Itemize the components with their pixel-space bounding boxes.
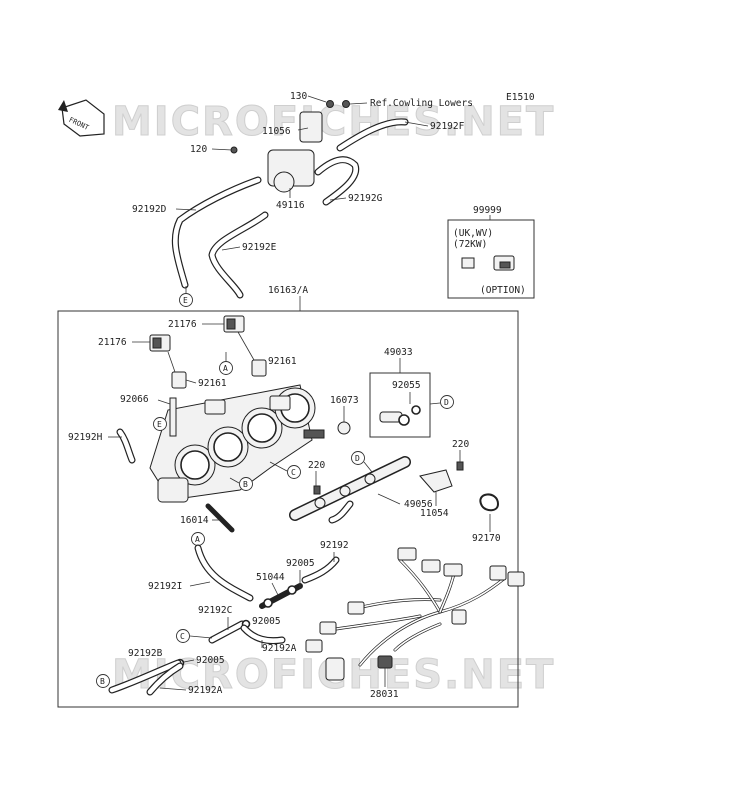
clamp-92170 (479, 493, 500, 512)
label-92066: 92066 (120, 394, 149, 405)
check-valve-51044 (259, 583, 303, 609)
callout-e-top (179, 293, 193, 307)
callout-b-lower (96, 674, 110, 688)
main-assembly-box (57, 310, 519, 708)
label-92192B: 92192B (128, 648, 163, 659)
callout-c-lower (176, 629, 190, 643)
label-49116: 49116 (276, 200, 305, 211)
label-16163-A: 16163/A (268, 285, 308, 296)
callout-c-main-label: C (291, 468, 296, 477)
label-92192H: 92192H (68, 432, 103, 443)
label-220-left: 220 (308, 460, 325, 471)
label-51044: 51044 (256, 572, 285, 583)
label-92192C: 92192C (198, 605, 232, 616)
label-92192A-top: 92192A (262, 643, 297, 654)
sub-box-49033 (369, 372, 431, 438)
label-92192: 92192 (320, 540, 349, 551)
option-connector-icon (461, 255, 515, 271)
option-power: (72KW) (453, 239, 487, 250)
callout-e-main (153, 417, 167, 431)
callout-d-main (440, 395, 454, 409)
label-130: 130 (290, 91, 307, 102)
label-92192F: 92192F (430, 121, 465, 132)
label-49056: 49056 (404, 499, 433, 510)
callout-b-main (239, 477, 253, 491)
label-220-right: 220 (452, 439, 469, 450)
fuel-rail (289, 456, 411, 524)
option-box (447, 219, 535, 299)
bracket-11054 (419, 469, 453, 493)
rod-16014 (205, 503, 235, 533)
label-92005-mid: 92005 (252, 616, 281, 627)
label-92161-left: 92161 (198, 378, 227, 389)
label-21176-left: 21176 (98, 337, 127, 348)
cap-16073 (337, 421, 351, 435)
label-92192D: 92192D (132, 204, 167, 215)
label-92192A-bottom: 92192A (188, 685, 223, 696)
callout-a-top (219, 361, 233, 375)
bolt-220-left (313, 485, 321, 495)
ref-cowling-note: Ref.Cowling Lowers (370, 98, 473, 109)
option-note: (OPTION) (480, 285, 526, 296)
label-120: 120 (190, 144, 207, 155)
throttle-body (149, 384, 325, 503)
label-92055: 92055 (392, 380, 421, 391)
label-16014: 16014 (180, 515, 209, 526)
callout-d-rail-label: D (355, 454, 360, 463)
callout-c-main (287, 465, 301, 479)
label-28031: 28031 (370, 689, 399, 700)
label-16073: 16073 (330, 395, 359, 406)
label-21176-right: 21176 (168, 319, 197, 330)
label-99999: 99999 (473, 205, 502, 216)
front-arrow-icon: FRONT (58, 99, 105, 137)
diagram-code: E1510 (506, 92, 535, 103)
callout-d-main-label: D (444, 398, 449, 407)
callout-b-main-label: B (243, 480, 248, 489)
injector-connectors (149, 315, 245, 352)
label-92005-top: 92005 (286, 558, 315, 569)
label-92005-bottom: 92005 (196, 655, 225, 666)
callout-a-top-label: A (223, 364, 228, 373)
option-region: (UK,WV) (453, 228, 493, 239)
sensor-left (171, 371, 187, 389)
callout-e-top-label: E (183, 296, 188, 305)
label-92192E: 92192E (242, 242, 277, 253)
label-11054: 11054 (420, 508, 449, 519)
callout-b-lower-label: B (100, 677, 105, 686)
callout-d-rail (351, 451, 365, 465)
pin-92066 (169, 397, 177, 437)
upper-hose-assembly (171, 100, 409, 299)
label-49033: 49033 (384, 347, 413, 358)
valve-bracket (299, 111, 323, 143)
sensor-right (251, 359, 267, 377)
callout-c-lower-label: C (180, 632, 185, 641)
callout-a-lower-label: A (195, 535, 200, 544)
label-11056: 11056 (262, 126, 291, 137)
watermark-top: MICROFICHES.NET (112, 99, 555, 145)
callout-e-main-label: E (157, 420, 162, 429)
label-92161-right: 92161 (268, 356, 297, 367)
bolt-220-right (456, 461, 464, 471)
label-92192I: 92192I (148, 581, 182, 592)
label-92170: 92170 (472, 533, 501, 544)
wiring-harness (305, 547, 525, 681)
label-92192G: 92192G (348, 193, 383, 204)
